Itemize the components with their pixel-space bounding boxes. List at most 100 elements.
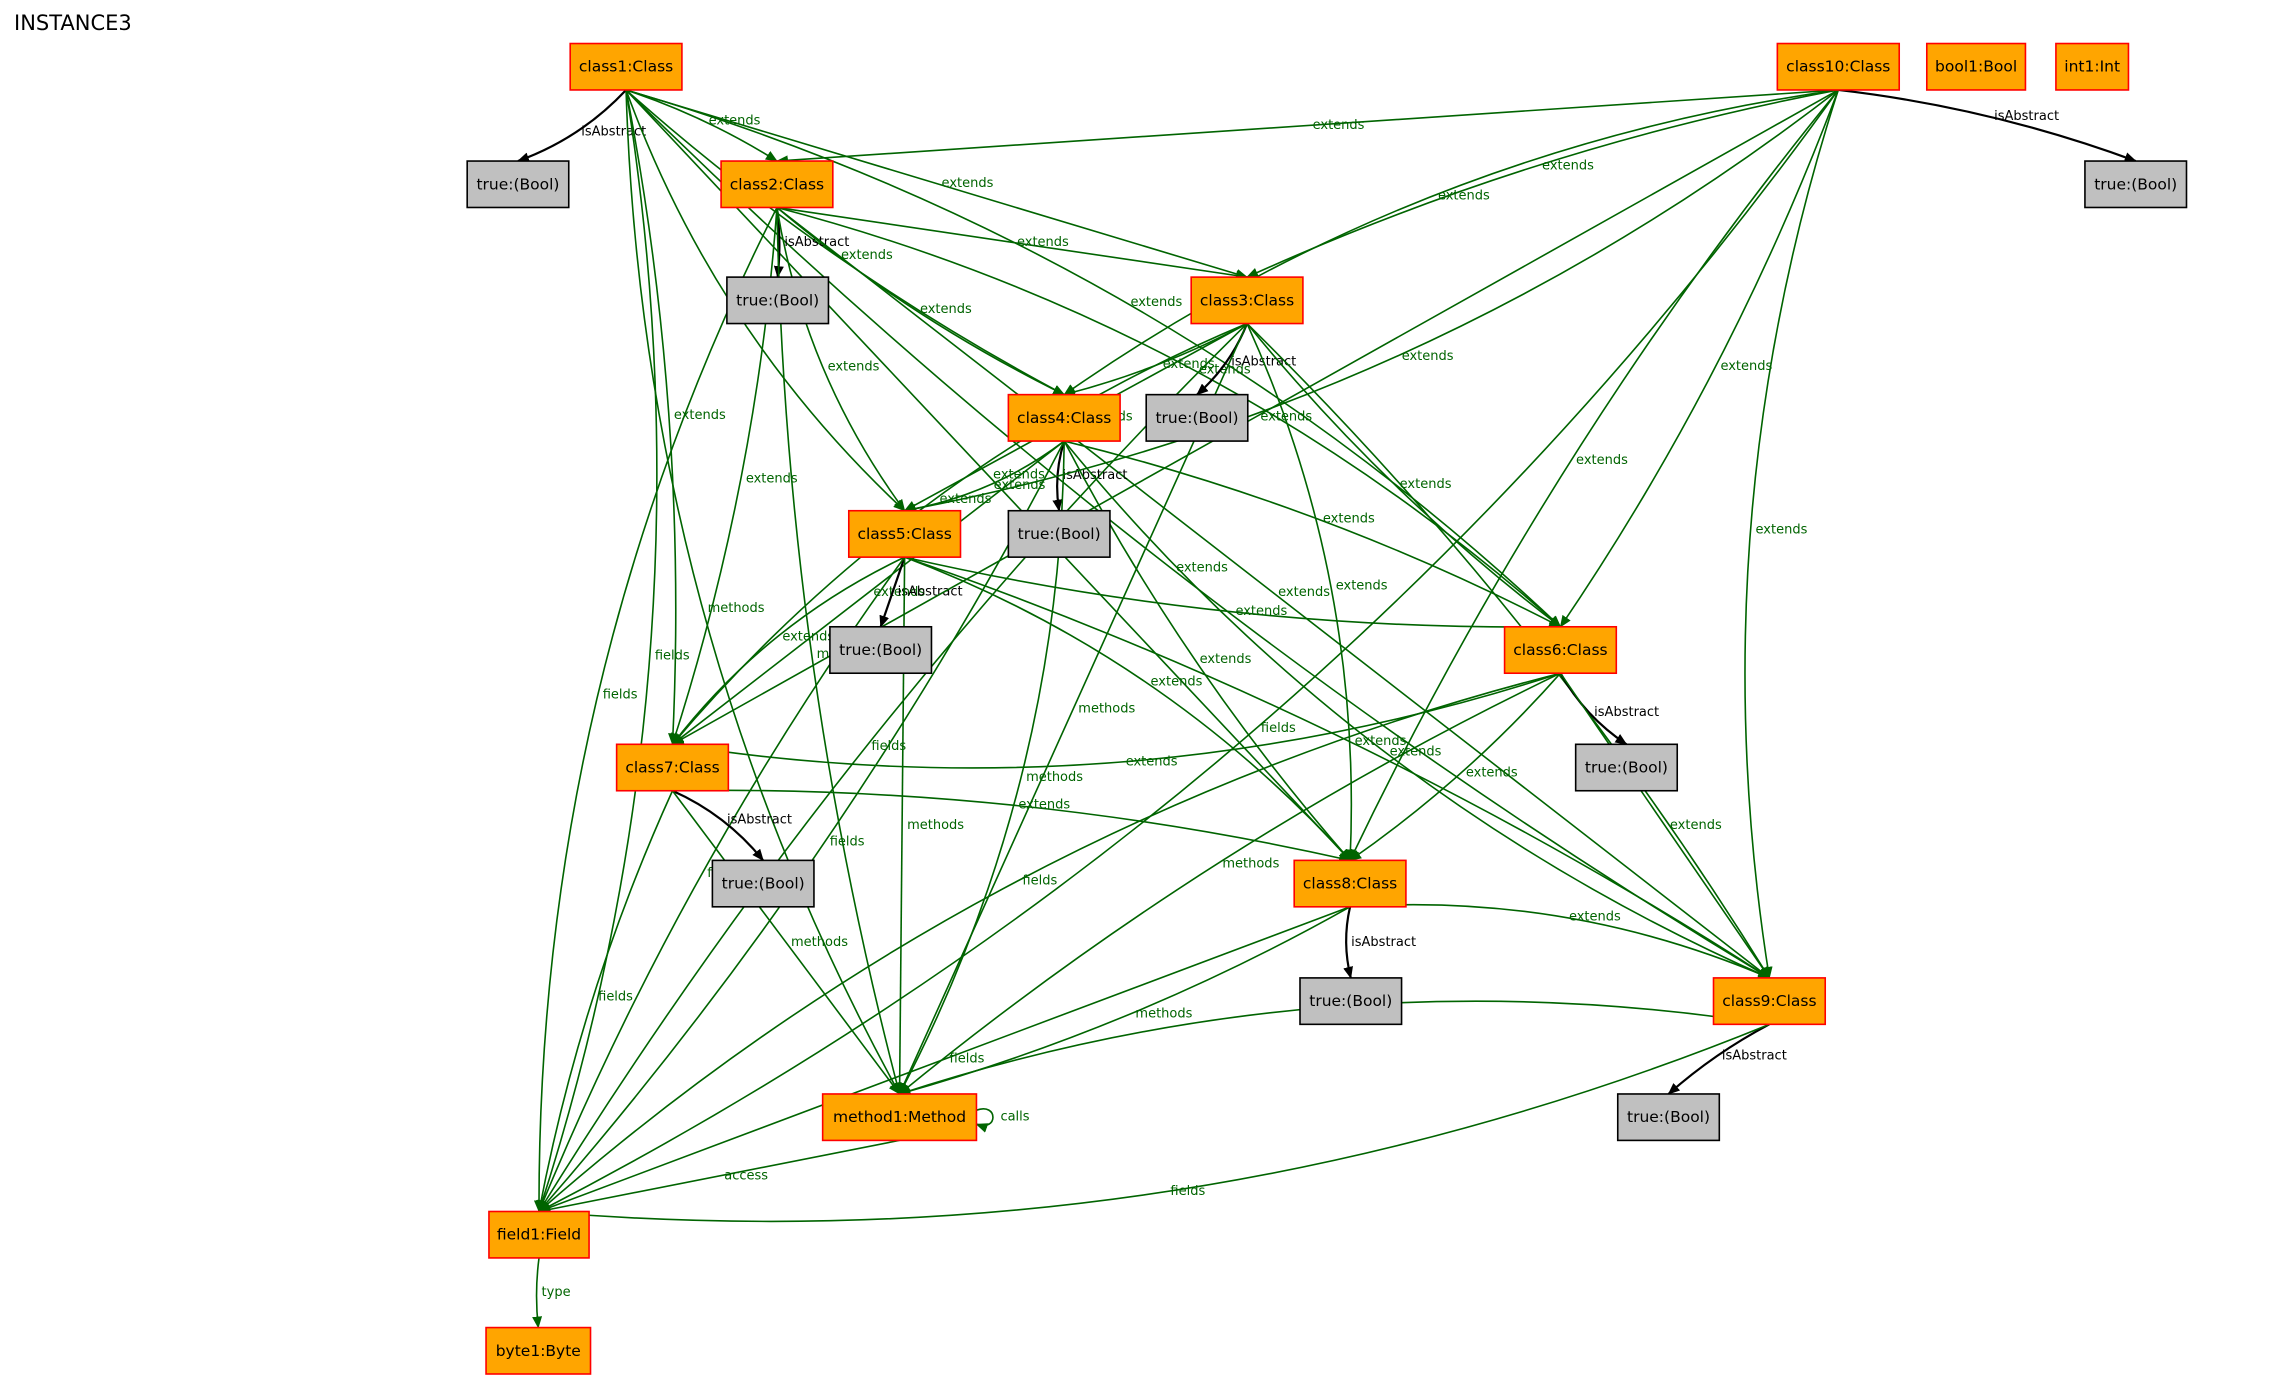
node-label: class5:Class	[857, 525, 951, 543]
node-class3[interactable]: class3:Class	[1190, 276, 1304, 325]
edge-label-extends: extends	[1438, 188, 1490, 203]
node-class9[interactable]: class9:Class	[1712, 977, 1827, 1026]
node-t4[interactable]: true:(Bool)	[1007, 509, 1111, 558]
edge-label-extends: extends	[1336, 578, 1388, 593]
edge-label-extends: extends	[1235, 604, 1287, 619]
edge-label-fields: fields	[603, 688, 638, 703]
node-box[interactable]	[829, 625, 933, 675]
node-box[interactable]	[2084, 160, 2188, 209]
edge-label-methods: methods	[1222, 856, 1279, 871]
edge-extends-class5-class7: extends	[671, 556, 905, 746]
node-t2[interactable]: true:(Bool)	[726, 276, 830, 325]
edge-calls-method1-method1: calls	[975, 1108, 1030, 1133]
node-box[interactable]	[1145, 393, 1249, 442]
edge-extends-class10-class4: extends	[1063, 89, 1839, 396]
node-t1[interactable]: true:(Bool)	[466, 160, 570, 209]
node-class7[interactable]: class7:Class	[615, 743, 730, 792]
edge-extends-class4-class7: extends	[671, 440, 1065, 745]
diagram-title: INSTANCE3	[14, 11, 132, 35]
node-label: class3:Class	[1200, 291, 1294, 309]
edge-methods-class7-method1: methods	[671, 790, 901, 1095]
edge-label-type: type	[542, 1285, 571, 1300]
node-box[interactable]	[1925, 42, 2027, 91]
node-box[interactable]	[1190, 276, 1304, 325]
node-label: true:(Bool)	[1155, 409, 1238, 427]
node-method1[interactable]: method1:Method	[821, 1093, 978, 1142]
node-t9[interactable]: true:(Bool)	[1616, 1093, 1721, 1142]
node-box[interactable]	[485, 1326, 592, 1375]
node-t5[interactable]: true:(Bool)	[829, 625, 933, 675]
edge-extends-class2-class4: extends	[776, 206, 1066, 396]
edge-extends-class6-class7: extends	[671, 672, 1561, 770]
edge-label-extends: extends	[1017, 235, 1069, 250]
node-class5[interactable]: class5:Class	[847, 509, 962, 558]
node-t8[interactable]: true:(Bool)	[1299, 977, 1403, 1026]
node-box[interactable]	[847, 509, 962, 558]
node-box[interactable]	[1712, 977, 1827, 1026]
edge-isabstract-class8-t8: isAbstract	[1343, 906, 1416, 979]
edge-isabstract-class6-t6: isAbstract	[1559, 672, 1659, 746]
node-box[interactable]	[615, 743, 730, 792]
edge-label-isabstract: isAbstract	[1063, 468, 1128, 483]
edge-label-extends: extends	[674, 408, 726, 423]
node-box[interactable]	[1776, 42, 1901, 91]
node-label: method1:Method	[833, 1108, 966, 1126]
edge-line	[538, 322, 1248, 1213]
edge-label-fields: fields	[830, 835, 865, 850]
edge-extends-class6-class9: extends	[1559, 672, 1771, 979]
edge-methods-class6-method1: methods	[898, 672, 1561, 1095]
node-label: true:(Bool)	[1018, 525, 1101, 543]
edge-extends-class2-class6: extends	[776, 206, 1562, 628]
node-box[interactable]	[1574, 743, 1679, 792]
node-box[interactable]	[1007, 509, 1111, 558]
node-box[interactable]	[720, 160, 834, 209]
node-box[interactable]	[1616, 1093, 1721, 1142]
node-t7[interactable]: true:(Bool)	[711, 859, 815, 908]
node-box[interactable]	[821, 1093, 978, 1142]
node-t6[interactable]: true:(Bool)	[1574, 743, 1679, 792]
node-class6[interactable]: class6:Class	[1503, 625, 1618, 675]
node-label: int1:Int	[2064, 58, 2120, 76]
node-box[interactable]	[466, 160, 570, 209]
edge-line	[1063, 440, 1771, 979]
node-byte1[interactable]: byte1:Byte	[485, 1326, 592, 1375]
node-box[interactable]	[569, 42, 683, 91]
node-field1[interactable]: field1:Field	[488, 1210, 590, 1259]
node-bool1[interactable]: bool1:Bool	[1925, 42, 2027, 91]
edge-line	[538, 1023, 1770, 1223]
node-label: class4:Class	[1017, 409, 1111, 427]
node-class10[interactable]: class10:Class	[1776, 42, 1901, 91]
edge-label-extends: extends	[1151, 675, 1203, 690]
node-box[interactable]	[2055, 42, 2130, 91]
node-int1[interactable]: int1:Int	[2055, 42, 2130, 91]
edge-extends-class10-class9: extends	[1744, 89, 1840, 979]
edge-label-extends: extends	[873, 585, 925, 600]
edge-label-methods: methods	[1078, 701, 1135, 716]
edge-label-extends: extends	[1176, 561, 1228, 576]
nodes-layer: class1:Class class2:Class class3:Class clas…	[466, 42, 2188, 1375]
edge-label-extends: extends	[942, 176, 994, 191]
node-t3[interactable]: true:(Bool)	[1145, 393, 1249, 442]
edge-fields-class7-field1: fields	[536, 790, 674, 1213]
edge-label-isabstract: isAbstract	[1722, 1049, 1787, 1064]
node-class4[interactable]: class4:Class	[1007, 393, 1121, 442]
node-box[interactable]	[711, 859, 815, 908]
node-class2[interactable]: class2:Class	[720, 160, 834, 209]
node-label: true:(Bool)	[1585, 759, 1668, 777]
edge-line	[1063, 440, 1351, 862]
edge-type-field1-byte1: type	[532, 1257, 571, 1329]
node-box[interactable]	[1007, 393, 1121, 442]
node-box[interactable]	[1293, 859, 1407, 908]
edge-line	[517, 89, 627, 163]
node-box[interactable]	[488, 1210, 590, 1259]
edge-fields-class10-field1: fields	[538, 89, 1839, 1213]
node-label: true:(Bool)	[1627, 1108, 1710, 1126]
node-class1[interactable]: class1:Class	[569, 42, 683, 91]
node-box[interactable]	[726, 276, 830, 325]
edge-line	[625, 89, 679, 746]
node-label: true:(Bool)	[476, 175, 559, 193]
node-t10[interactable]: true:(Bool)	[2084, 160, 2188, 209]
node-box[interactable]	[1299, 977, 1403, 1026]
node-class8[interactable]: class8:Class	[1293, 859, 1407, 908]
node-box[interactable]	[1503, 625, 1618, 675]
